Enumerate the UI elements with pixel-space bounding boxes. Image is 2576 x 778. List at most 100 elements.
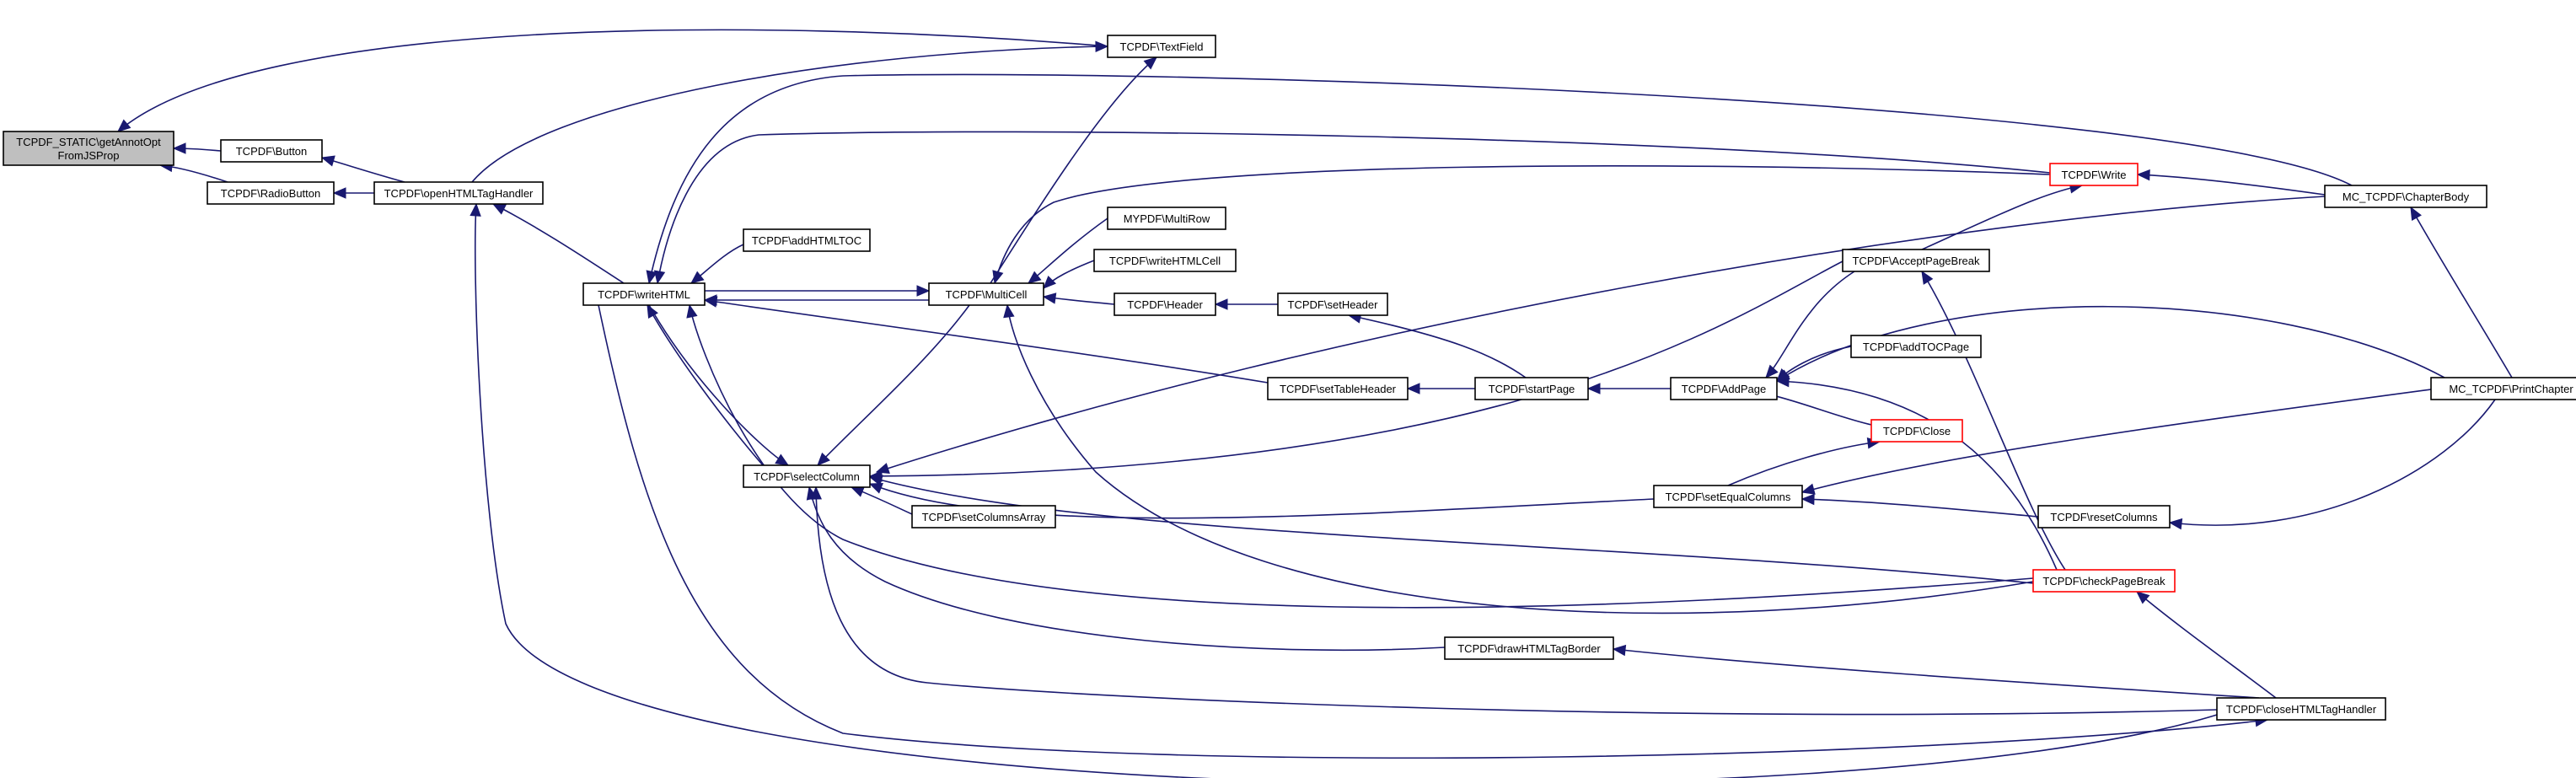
edge-multicell-to-textfield-arrowhead — [1143, 56, 1157, 70]
node-label: TCPDF\setEqualColumns — [1666, 491, 1791, 503]
node-checkpagebreak[interactable]: TCPDF\checkPageBreak — [2032, 569, 2176, 593]
edge-closehtml-to-drawhtmltagborder — [1613, 648, 2260, 699]
node-addtocpage[interactable]: TCPDF\addTOCPage — [1850, 335, 1982, 358]
edge-button-to-root-arrowhead — [172, 142, 186, 154]
node-label: FromJSProp — [58, 149, 120, 162]
edge-checkpagebreak-to-acceptpagebreak-arrowhead — [1921, 270, 1934, 285]
edge-layer — [117, 29, 2513, 778]
edge-writehtml-to-checkpagebreak — [598, 304, 2268, 759]
node-label: TCPDF\setColumnsArray — [922, 511, 1046, 523]
edge-textfield-to-root-arrowhead — [117, 119, 131, 132]
node-header[interactable]: TCPDF\Header — [1114, 292, 1216, 316]
node-openhtml[interactable]: TCPDF\openHTMLTagHandler — [373, 181, 544, 205]
edge-printchapter-to-chapterbody-arrowhead — [2410, 206, 2422, 221]
edge-printchapter-to-resetcolumns-arrowhead — [2168, 518, 2183, 530]
edge-addpage-to-startpage-arrowhead — [1586, 383, 1601, 394]
node-box — [1093, 249, 1237, 272]
node-box — [1850, 335, 1982, 358]
node-write[interactable]: TCPDF\Write — [2049, 163, 2139, 186]
node-setheader[interactable]: TCPDF\setHeader — [1277, 292, 1388, 316]
node-label: TCPDF\startPage — [1489, 383, 1575, 395]
node-box — [582, 282, 706, 306]
edge-chapterbody-to-write — [2137, 174, 2326, 196]
node-startpage[interactable]: TCPDF\startPage — [1474, 377, 1589, 400]
node-box — [2049, 163, 2139, 186]
node-box — [1267, 377, 1409, 400]
node-multicell[interactable]: TCPDF\MultiCell — [928, 282, 1044, 306]
edge-checkpagebreak-to-multicell — [1006, 304, 2034, 614]
edge-startpage-to-setheader — [1348, 314, 1527, 378]
edge-printchapter-to-resetcolumns — [2169, 399, 2496, 526]
node-close[interactable]: TCPDF\Close — [1870, 419, 1963, 443]
node-addpage[interactable]: TCPDF\AddPage — [1670, 377, 1778, 400]
edge-closehtml-to-openhtml — [474, 203, 2218, 778]
node-closehtml[interactable]: TCPDF\closeHTMLTagHandler — [2216, 697, 2386, 721]
node-printchapter[interactable]: MC_TCPDF\PrintChapter — [2430, 377, 2576, 400]
edge-writehtml-to-selectcolumn — [648, 304, 789, 466]
node-box — [1114, 292, 1216, 316]
node-label: MC_TCPDF\PrintChapter — [2449, 383, 2573, 395]
node-label: TCPDF\Close — [1883, 425, 1951, 437]
node-setequalcolumns[interactable]: TCPDF\setEqualColumns — [1653, 485, 1803, 508]
edge-checkpagebreak-to-writehtml-arrowhead — [686, 303, 698, 319]
edge-checkpagebreak-to-acceptpagebreak — [1921, 271, 2066, 571]
node-label: TCPDF\TextField — [1120, 40, 1204, 53]
node-button[interactable]: TCPDF\Button — [220, 139, 323, 163]
node-writehtml[interactable]: TCPDF\writeHTML — [582, 282, 706, 306]
node-label: MYPDF\MultiRow — [1124, 212, 1210, 225]
edge-write-to-writehtml — [657, 131, 2051, 284]
node-label: TCPDF\drawHTMLTagBorder — [1457, 642, 1601, 655]
node-textfield[interactable]: TCPDF\TextField — [1107, 35, 1216, 58]
node-selectcolumn[interactable]: TCPDF\selectColumn — [743, 464, 871, 488]
node-label: TCPDF\RadioButton — [221, 187, 321, 200]
edge-acceptpagebreak-to-write — [1921, 185, 2083, 250]
node-box — [1444, 636, 1614, 660]
node-resetcolumns[interactable]: TCPDF\resetColumns — [2037, 505, 2171, 529]
node-radiobutton[interactable]: TCPDF\RadioButton — [207, 181, 335, 205]
edge-setheader-to-header-arrowhead — [1214, 298, 1228, 310]
node-box — [2032, 569, 2176, 593]
edge-addhtmltoc-to-writehtml-arrowhead — [690, 271, 705, 284]
edge-acceptpagebreak-to-selectcolumn-arrowhead — [868, 470, 883, 482]
edge-writehtmlcell-to-multicell-arrowhead — [1043, 275, 1057, 289]
edge-header-to-multicell-arrowhead — [1042, 292, 1057, 304]
edge-closehtml-to-selectcolumn — [815, 486, 2218, 716]
edge-writehtml-to-selectcolumn-arrowhead — [775, 453, 790, 466]
node-label: TCPDF\Write — [2061, 169, 2126, 181]
node-box — [1870, 419, 1963, 443]
node-chapterbody[interactable]: MC_TCPDF\ChapterBody — [2324, 185, 2487, 208]
edge-closehtml-to-openhtml-arrowhead — [470, 202, 481, 217]
node-setcolumnsarray[interactable]: TCPDF\setColumnsArray — [911, 505, 1056, 529]
node-box — [373, 181, 544, 205]
node-writehtmlcell[interactable]: TCPDF\writeHTMLCell — [1093, 249, 1237, 272]
edge-chapterbody-to-write-arrowhead — [2136, 169, 2150, 181]
edge-selectcolumn-to-writehtml — [647, 304, 764, 466]
node-box — [2430, 377, 2576, 400]
edge-drawhtmltagborder-to-selectcolumn — [808, 486, 1446, 652]
node-settableheader[interactable]: TCPDF\setTableHeader — [1267, 377, 1409, 400]
edge-checkpagebreak-to-selectcolumn — [869, 476, 2034, 584]
edge-setequalcolumns-to-selectcolumn — [869, 483, 1655, 519]
node-box — [207, 181, 335, 205]
edge-acceptpagebreak-to-addpage — [1765, 271, 1855, 378]
edge-writehtml-to-openhtml-arrowhead — [491, 203, 507, 215]
node-box — [1277, 292, 1388, 316]
edge-writehtml-to-openhtml — [492, 203, 625, 284]
node-acceptpagebreak[interactable]: TCPDF\AcceptPageBreak — [1842, 249, 1990, 272]
node-label: TCPDF\addTOCPage — [1863, 341, 1969, 353]
node-multirow[interactable]: MYPDF\MultiRow — [1107, 207, 1226, 230]
edge-write-to-multicell — [994, 164, 2051, 284]
node-label: TCPDF\addHTMLTOC — [752, 234, 861, 247]
edge-openhtml-to-button — [321, 157, 405, 183]
node-drawhtmltagborder[interactable]: TCPDF\drawHTMLTagBorder — [1444, 636, 1614, 660]
node-label: TCPDF\setTableHeader — [1280, 383, 1397, 395]
edge-startpage-to-settableheader-arrowhead — [1406, 383, 1420, 394]
node-label: TCPDF\resetColumns — [2050, 511, 2158, 523]
node-label: TCPDF\AddPage — [1682, 383, 1766, 395]
edge-write-to-multicell-arrowhead — [992, 270, 1004, 285]
node-addhtmltoc[interactable]: TCPDF\addHTMLTOC — [743, 228, 871, 252]
node-label: TCPDF\writeHTML — [598, 288, 690, 301]
edge-printchapter-to-addpage-arrowhead — [1775, 369, 1790, 382]
edge-setequalcolumns-to-close — [1727, 441, 1881, 486]
